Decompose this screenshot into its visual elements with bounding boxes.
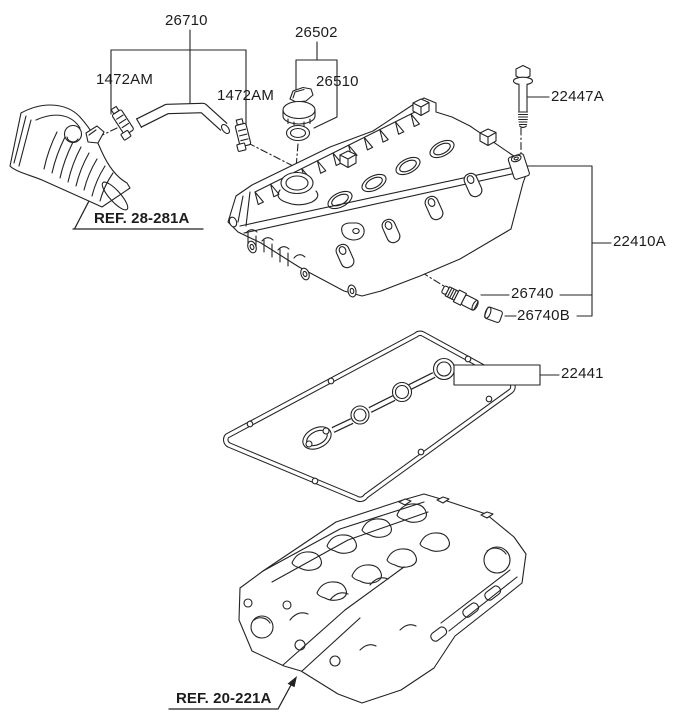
ref-link-28-281a[interactable]: REF. 28-281A bbox=[94, 210, 190, 227]
air-intake-hose bbox=[9, 104, 131, 211]
part-label-1472am-left: 1472AM bbox=[96, 71, 154, 88]
part-label-26740: 26740 bbox=[511, 285, 554, 302]
part-label-1472am-right: 1472AM bbox=[217, 87, 275, 104]
part-label-22410a: 22410A bbox=[613, 233, 666, 250]
hose-clamp-right bbox=[234, 118, 252, 152]
bolt-boss bbox=[507, 153, 530, 180]
part-label-26710: 26710 bbox=[165, 12, 208, 29]
part-label-22447a: 22447A bbox=[551, 88, 604, 105]
flange-bolt bbox=[512, 64, 534, 129]
side-rail-openings bbox=[430, 585, 502, 642]
sensor-cap bbox=[484, 306, 503, 323]
top-bolt-bosses bbox=[339, 98, 497, 169]
rocker-cover-gasket bbox=[223, 330, 560, 503]
hose-clamp-left bbox=[110, 105, 134, 141]
breather-hose bbox=[135, 102, 231, 135]
part-label-26740b: 26740B bbox=[517, 307, 570, 324]
part-label-22441: 22441 bbox=[561, 365, 604, 382]
plug-tube-seal-chain bbox=[302, 357, 456, 450]
ref-link-20-221a[interactable]: REF. 20-221A bbox=[176, 690, 272, 707]
callout-box-22441 bbox=[453, 364, 541, 386]
cylinder-head bbox=[238, 493, 527, 704]
flange-bolt-tabs bbox=[228, 216, 357, 298]
part-label-26510: 26510 bbox=[316, 73, 359, 90]
sensor bbox=[441, 285, 479, 311]
oil-filler-neck bbox=[277, 171, 319, 206]
filler-cap-gasket bbox=[285, 124, 311, 142]
oil-filler-cap bbox=[282, 86, 316, 128]
part-label-26502: 26502 bbox=[295, 24, 338, 41]
plug-well-recesses bbox=[327, 139, 455, 210]
coil-mount-tabs bbox=[335, 172, 483, 269]
sensor-port bbox=[341, 222, 365, 241]
rocker-cover bbox=[227, 97, 530, 298]
